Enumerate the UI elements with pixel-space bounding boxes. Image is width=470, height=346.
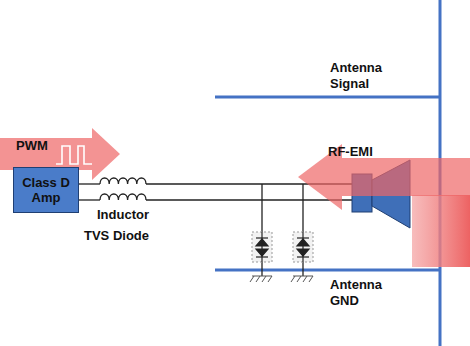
antenna-label: Antenna GND <box>330 277 400 309</box>
ground-symbol <box>250 276 313 282</box>
antenna-signal-line <box>215 96 440 99</box>
antenna-label: Antenna Signal <box>330 60 400 92</box>
box-label: Class D Amp <box>14 173 78 207</box>
inductor-symbol <box>100 178 146 200</box>
arrow-label: RF-EMI <box>328 144 373 159</box>
arrow-label: PWM <box>16 138 48 153</box>
rf-emi-arrow: RF-EMI <box>298 140 470 214</box>
antenna-gnd-line <box>215 269 440 272</box>
amplifier-box: Class D Amp <box>13 167 79 213</box>
rf-emi-arrow-shape <box>298 140 470 214</box>
wires <box>75 184 352 276</box>
part-name: Inductor <box>97 207 149 222</box>
part-name: TVS Diode <box>84 228 149 243</box>
rf-emi-band <box>412 195 470 267</box>
tvs-diode-symbol <box>252 232 313 262</box>
